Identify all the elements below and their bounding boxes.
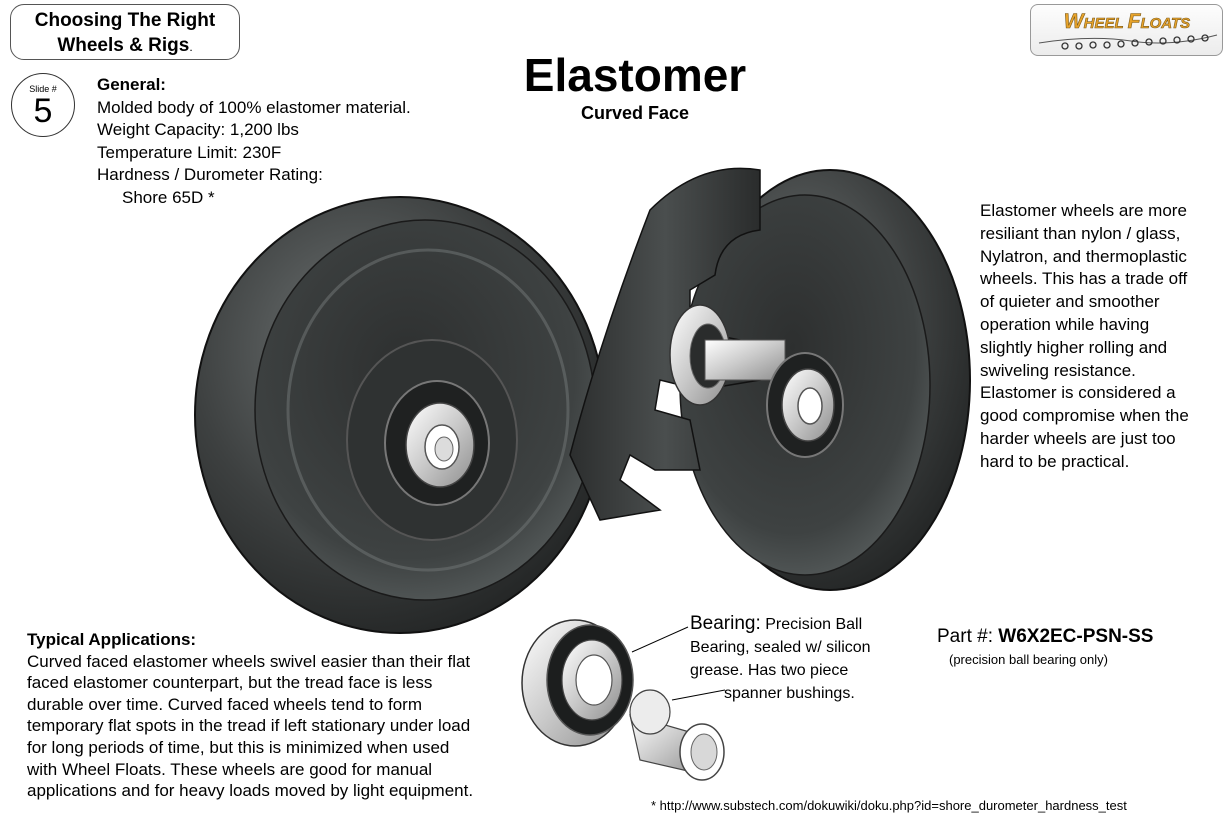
description-line: wheels. This has a trade off xyxy=(980,269,1188,289)
general-specs: General: Molded body of 100% elastomer m… xyxy=(97,74,411,209)
slide-number-badge: Slide # 5 xyxy=(11,73,75,137)
logo-letter: F xyxy=(1128,10,1142,33)
footnote-reference: * http://www.substech.com/dokuwiki/doku.… xyxy=(651,798,1127,813)
applications-line: Curved faced elastomer wheels swivel eas… xyxy=(27,651,471,671)
spec-line: Temperature Limit: 230F xyxy=(97,142,282,162)
logo-word: LOATS xyxy=(1140,15,1190,32)
spec-line: Weight Capacity: 1,200 lbs xyxy=(97,120,299,139)
bearing-callout: Bearing: Precision Ball Bearing, sealed … xyxy=(690,612,920,705)
full-wheel xyxy=(194,196,606,634)
cutaway-wheel xyxy=(569,167,971,591)
part-note: (precision ball bearing only) xyxy=(949,652,1108,667)
bushing-illustration xyxy=(629,689,726,781)
logo-word: HEEL xyxy=(1084,15,1124,32)
logo-wheels-icon xyxy=(1061,34,1209,50)
page-subtitle: Curved Face xyxy=(580,103,690,123)
applications-line: faced elastomer counterpart, but the tre… xyxy=(27,673,433,693)
spec-line: Molded body of 100% elastomer material. xyxy=(97,97,411,117)
bearing-illustration xyxy=(521,619,689,747)
series-title-line2: Wheels & Rigs. xyxy=(57,35,193,56)
series-title-line1: Choosing The Right xyxy=(34,10,216,31)
part-label: Part #: xyxy=(937,626,993,647)
description-line: harder wheels are just too xyxy=(980,428,1176,448)
bearing-text: Precision Ball xyxy=(765,616,863,633)
applications-line: with Wheel Floats. These wheels are good… xyxy=(27,759,433,779)
part-number: Part #: W6X2EC-PSN-SS xyxy=(937,626,1153,648)
series-title-box: Choosing The Right Wheels & Rigs. xyxy=(10,4,240,60)
description-text: Elastomer wheels are more resiliant than… xyxy=(980,200,1220,474)
applications-heading: Typical Applications: xyxy=(27,630,197,649)
page-title: Elastomer xyxy=(523,49,747,101)
description-line: Nylatron, and thermoplastic xyxy=(980,246,1187,266)
general-heading: General: xyxy=(97,75,166,94)
applications-line: durable over time. Curved faced wheels t… xyxy=(27,694,422,714)
bearing-lead: Bearing: xyxy=(690,613,761,634)
applications-line: applications and for heavy loads moved b… xyxy=(27,781,474,801)
description-line: Elastomer is considered a xyxy=(980,383,1176,403)
slide-number: 5 xyxy=(33,92,53,130)
bearing-line: Bearing, sealed w/ silicon xyxy=(690,639,871,656)
typical-applications: Typical Applications: Curved faced elast… xyxy=(27,629,527,802)
bearing-line: Bearing: Precision Ball xyxy=(690,612,920,636)
spec-line: Shore 65D * xyxy=(122,187,215,207)
logo-letter: W xyxy=(1064,10,1086,33)
description-line: resiliant than nylon / glass, xyxy=(980,223,1181,243)
slide-number-label: Slide # xyxy=(29,84,57,94)
bearing-line: grease. Has two piece xyxy=(690,662,849,679)
description-line: Elastomer wheels are more xyxy=(980,201,1187,220)
applications-line: for long periods of time, but this is mi… xyxy=(27,737,450,757)
part-value: W6X2EC-PSN-SS xyxy=(998,626,1154,647)
bearing-line: spanner bushings. xyxy=(724,685,855,702)
applications-line: temporary flat spots in the tread if lef… xyxy=(27,716,471,736)
spec-line: Hardness / Durometer Rating: xyxy=(97,165,323,184)
description-line: good compromise when the xyxy=(980,406,1189,426)
description-line: slightly higher rolling and xyxy=(980,337,1168,357)
description-line: of quieter and smoother xyxy=(980,292,1160,312)
description-line: hard to be practical. xyxy=(980,451,1130,471)
description-line: swiveling resistance. xyxy=(980,360,1136,380)
description-line: operation while having xyxy=(980,314,1150,334)
